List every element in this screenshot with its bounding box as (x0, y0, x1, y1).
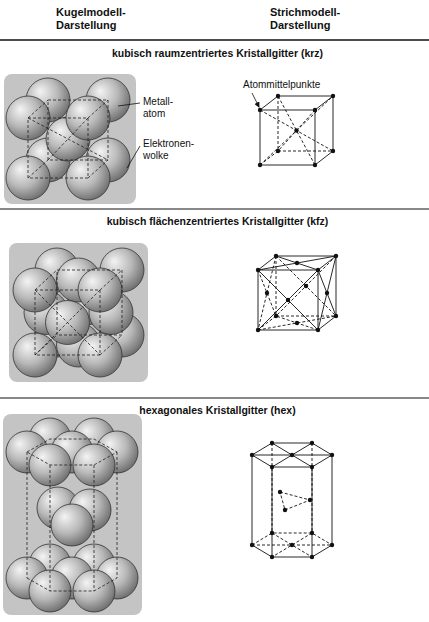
bcc-line-model (260, 96, 333, 165)
atom-center (334, 254, 338, 258)
atom-center (331, 94, 335, 98)
atom-center (330, 543, 334, 547)
atom-center (278, 490, 282, 494)
atom-center (258, 94, 335, 167)
atom-center (270, 531, 274, 535)
section-heading: hexagonales Kristallgitter (hex) (3, 404, 429, 417)
fcc-ball-model (13, 248, 144, 377)
bcc-ball-model (6, 78, 130, 200)
atom-center (310, 441, 314, 445)
table-rule (0, 398, 429, 399)
fcc-ball-model (9, 243, 148, 382)
atom-center (290, 453, 294, 457)
atom-center (283, 508, 287, 512)
fcc-line-model (258, 256, 336, 330)
atom-center (313, 163, 317, 167)
atom-center (330, 453, 334, 457)
hex-line-model (252, 443, 332, 557)
hex-ball-model (6, 418, 138, 612)
leader-line (252, 93, 259, 107)
atom-center (308, 498, 312, 502)
column-header: Strichmodell- Darstellung (270, 6, 340, 32)
atom-center (270, 441, 274, 445)
bcc-ball-model (4, 74, 136, 204)
section-heading: kubisch raumzentriertes Kristallgitter (… (3, 47, 429, 60)
atom-center (276, 149, 280, 153)
column-header: Kugelmodell- Darstellung (56, 6, 126, 32)
atom-center (310, 555, 314, 559)
atom-center (256, 254, 338, 332)
part-label: Elektronen- wolke (143, 138, 194, 162)
table-rule (0, 39, 429, 41)
atom-center (258, 108, 262, 112)
atom-center (295, 261, 299, 265)
hex-line-model (252, 443, 332, 557)
hex-ball-model (3, 414, 142, 615)
leader-line (118, 103, 140, 106)
bcc-ball-model (4, 74, 136, 204)
part-label: Metall- atom (143, 96, 173, 120)
atom-center (250, 441, 334, 559)
atom-center (310, 531, 314, 535)
part-label: Atommittelpunkte (243, 79, 320, 91)
atom-center (316, 268, 320, 272)
bcc-line-model (260, 96, 333, 165)
atom-center (310, 465, 314, 469)
atom-center (258, 163, 262, 167)
fcc-ball-model (9, 243, 148, 382)
atom-center (325, 291, 329, 295)
hex-ball-model (3, 414, 142, 615)
atom-center (270, 465, 274, 469)
atom-center (295, 321, 299, 325)
atom-center (290, 543, 294, 547)
bcc-ball-model (28, 100, 108, 178)
atom-center (256, 268, 260, 272)
atom-center (250, 543, 254, 547)
atom-center (270, 555, 274, 559)
hex-ball-model (27, 439, 117, 591)
atom-center (265, 291, 269, 295)
leader-line (118, 93, 259, 168)
section-heading: kubisch flächenzentriertes Kristallgitte… (3, 215, 429, 228)
atom-center (304, 284, 308, 288)
table-rule (0, 209, 429, 210)
atom-center (331, 149, 335, 153)
hex-line-model (252, 443, 332, 557)
atom-center (250, 453, 254, 457)
bcc-line-model (260, 96, 333, 165)
leader-line (127, 146, 140, 168)
atom-center (334, 314, 338, 318)
hex-ball-model (51, 504, 93, 546)
fcc-line-model (258, 256, 336, 330)
atom-center (256, 328, 260, 332)
fcc-line-model (258, 256, 336, 330)
atom-center (316, 328, 320, 332)
atom-center (294, 128, 298, 132)
atom-center (276, 94, 280, 98)
atom-center (274, 254, 278, 258)
fcc-ball-model (35, 270, 122, 355)
atom-center (274, 314, 278, 318)
atom-center (313, 108, 317, 112)
atom-center (286, 298, 290, 302)
